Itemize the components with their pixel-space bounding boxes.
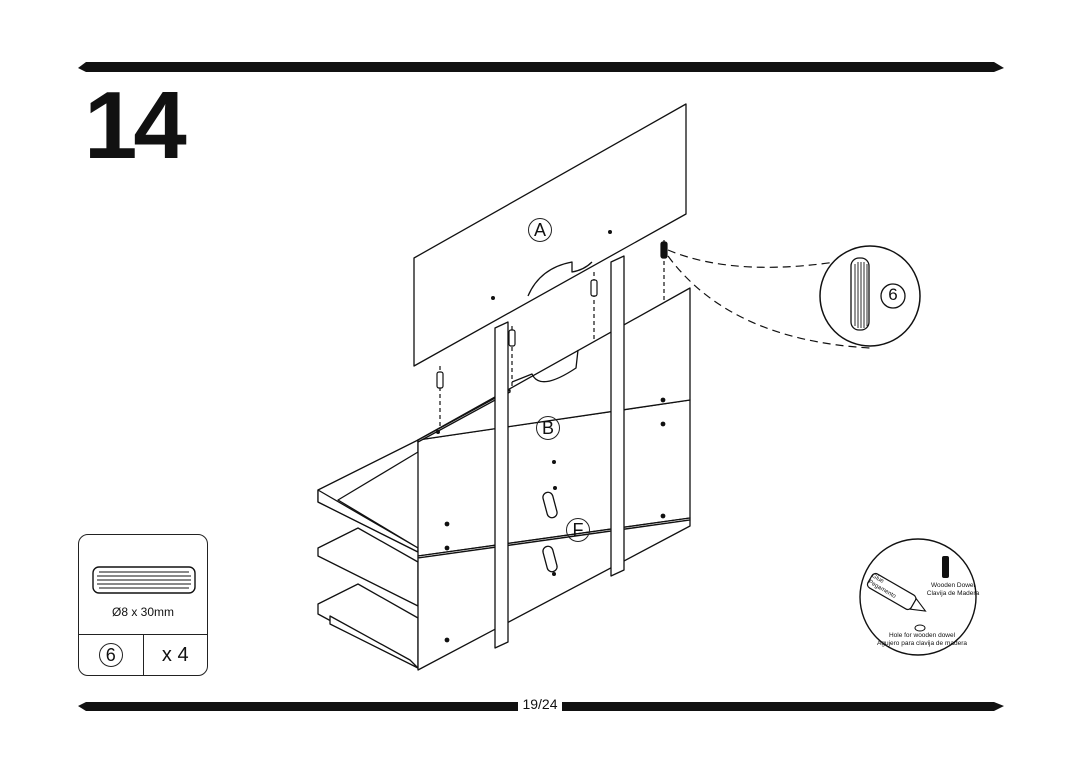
shelf-bottom [317, 583, 419, 669]
quantity-cell: x 4 [142, 635, 208, 675]
right-rail [610, 255, 625, 577]
glue-bottle-text: Glue Pegamento [867, 573, 901, 600]
wooden-dowel-label: Wooden Dowel Clavija de Madera [926, 582, 980, 597]
step-number: 14 [84, 72, 187, 179]
callout-part-label: 6 [888, 285, 898, 304]
dowel-icon [92, 566, 196, 594]
page-number: 19/24 [0, 696, 1080, 712]
left-rail [494, 321, 509, 649]
parts-count-row: 6 x 4 [79, 634, 207, 675]
panel-f-lower [417, 517, 691, 671]
dowel-callout [819, 245, 921, 347]
panel-b-label: B [536, 416, 560, 440]
part-id: 6 [98, 643, 123, 667]
shelf-top [317, 439, 419, 553]
shelf-middle [317, 527, 419, 607]
panel-f-label: F [566, 518, 590, 542]
panel-a-label: A [528, 218, 552, 242]
dowel-hole-label: Hole for wooden dowel Agujero para clavi… [877, 632, 967, 647]
parts-box: Ø8 x 30mm 6 x 4 [78, 534, 208, 676]
part-id-cell: 6 [79, 635, 143, 675]
dowel-spec: Ø8 x 30mm [111, 605, 174, 619]
